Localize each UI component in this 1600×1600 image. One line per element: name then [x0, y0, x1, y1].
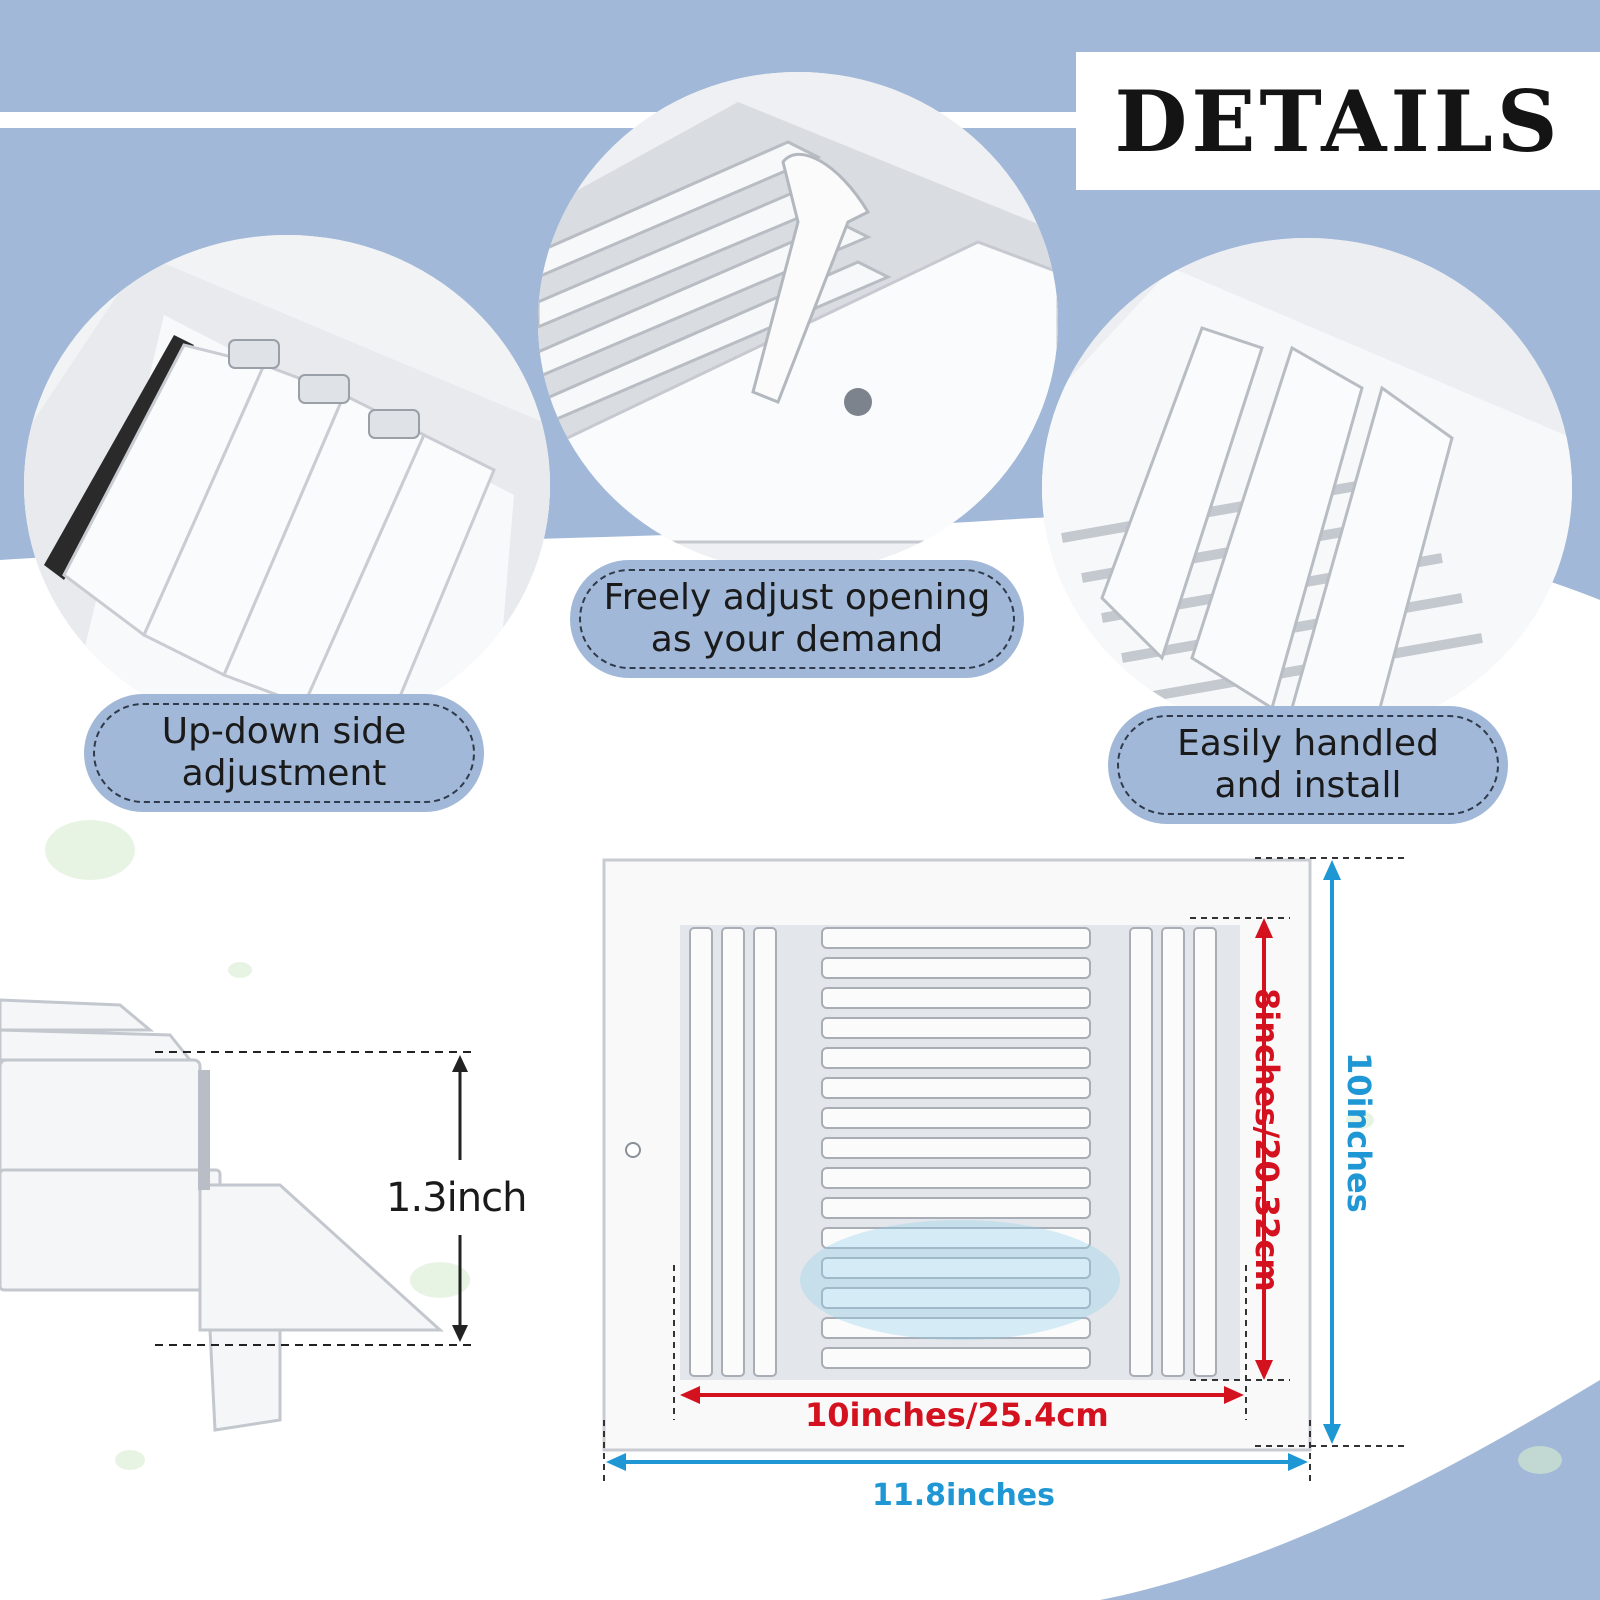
caption-easily-handled: Easily handled and install [1108, 706, 1508, 824]
caption-line: adjustment [181, 753, 387, 794]
caption-line: as your demand [650, 619, 944, 660]
inner-width-label: 10inches/25.4cm [805, 1396, 1109, 1434]
page-title: DETAILS [1114, 71, 1562, 171]
outer-width-label: 11.8inches [872, 1478, 1056, 1513]
caption-line: Up-down side [161, 711, 407, 752]
side-profile-view [0, 998, 475, 1432]
detail-image-hinge [24, 235, 550, 735]
caption-line: Freely adjust opening [603, 577, 991, 618]
inner-dimension-lines [673, 917, 1290, 1420]
detail-image-lever [538, 72, 1058, 572]
hinge-illustration [24, 235, 550, 735]
caption-line: Easily handled [1177, 723, 1439, 764]
caption-freely-adjust: Freely adjust opening as your demand [570, 560, 1024, 678]
caption-updown-adjustment: Up-down side adjustment [84, 694, 484, 812]
lever-illustration [538, 72, 1058, 572]
title-box: DETAILS [1076, 52, 1600, 190]
depth-label: 1.3inch [386, 1175, 527, 1221]
front-view-register [602, 858, 1312, 1452]
caption-line: and install [1214, 765, 1402, 806]
outer-dimension-lines [603, 857, 1405, 1486]
inner-height-label: 8inches/20.32cm [1248, 988, 1286, 1292]
frame-illustration [1042, 238, 1572, 738]
outer-height-label: 10inches [1340, 1052, 1378, 1213]
detail-image-frame [1042, 238, 1572, 738]
